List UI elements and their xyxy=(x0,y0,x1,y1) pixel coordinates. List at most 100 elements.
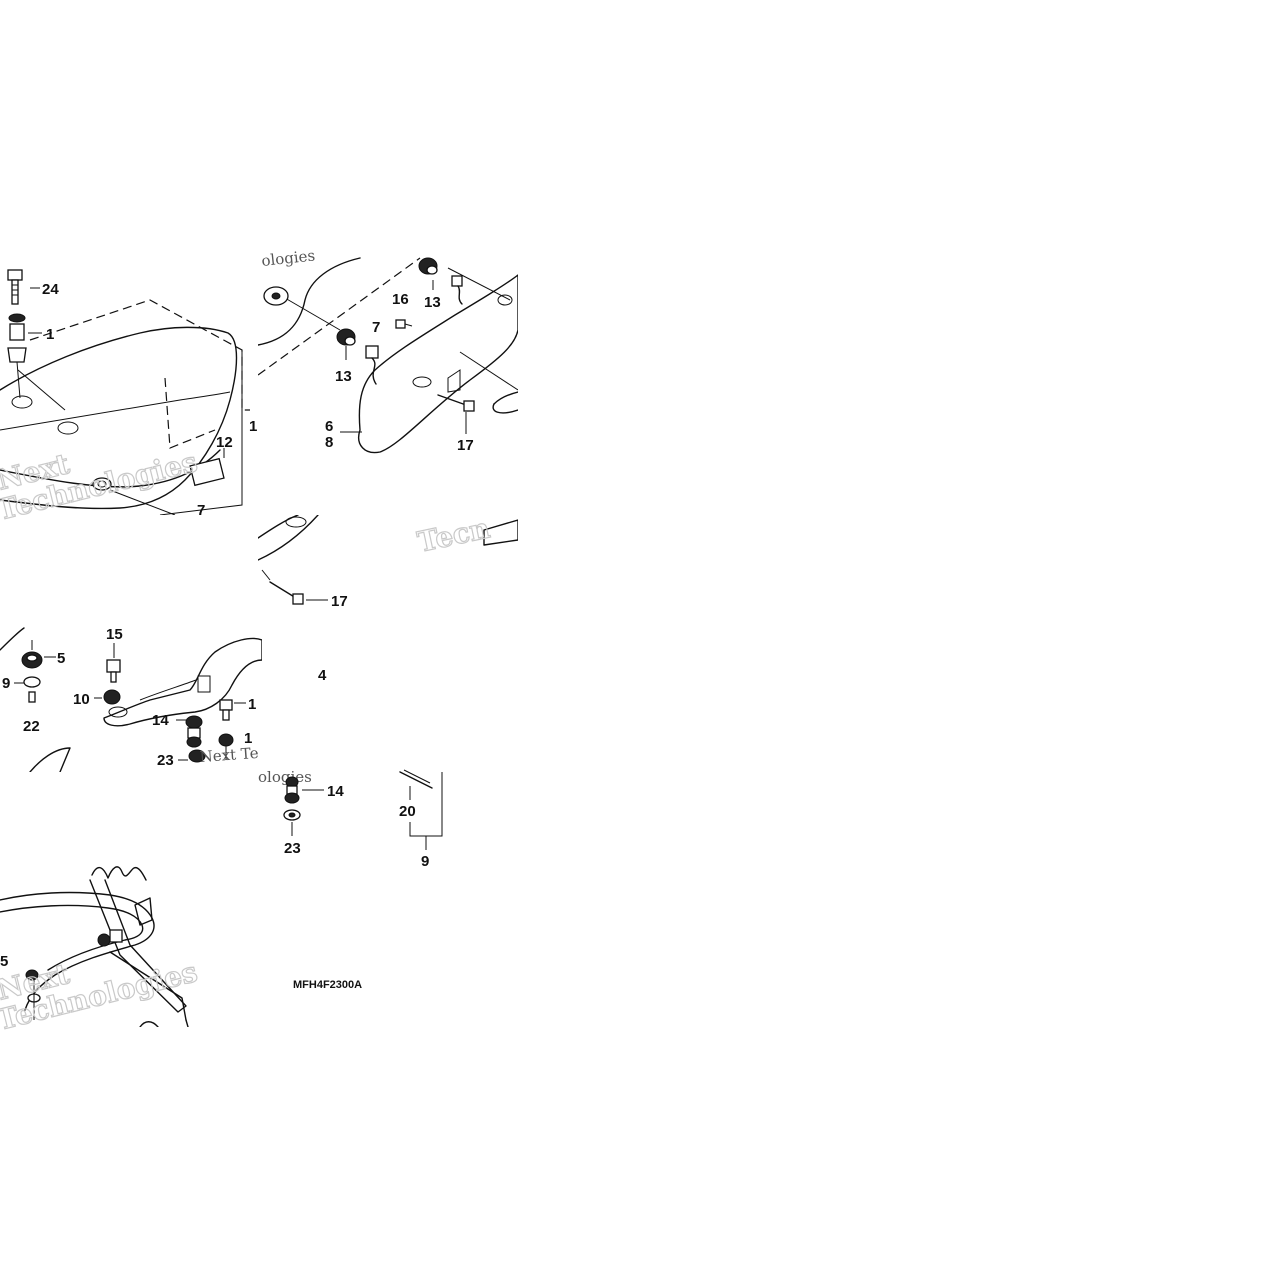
rubber-collar-13 xyxy=(336,328,356,346)
seat-frame-dashed-2 xyxy=(164,377,216,449)
callout-5: 5 xyxy=(0,953,8,970)
rubber-14 xyxy=(284,776,300,804)
fender-fragment xyxy=(29,747,71,772)
rail-edge xyxy=(258,515,299,539)
carrier-bracket-2 xyxy=(109,951,187,1021)
leader xyxy=(261,569,271,581)
callout-7: 7 xyxy=(197,502,205,519)
grab-rail-body xyxy=(358,274,518,454)
clip-7 xyxy=(451,275,463,305)
bolt-17 xyxy=(269,581,304,605)
bolt-1 xyxy=(218,733,234,760)
callout-17: 17 xyxy=(457,437,474,454)
carrier-rail xyxy=(0,891,155,1011)
pin-20 xyxy=(399,769,433,789)
seat-hole xyxy=(57,421,79,435)
rail-end-2 xyxy=(492,403,518,414)
callout-12: 12 xyxy=(216,434,233,451)
bolt-24 xyxy=(7,269,23,305)
callout-6: 6 xyxy=(325,418,333,435)
callout-23: 23 xyxy=(157,752,174,769)
callout-9: 9 xyxy=(421,853,429,870)
clamp xyxy=(97,929,123,947)
callout-15: 15 xyxy=(106,626,123,643)
grommet-7 xyxy=(92,477,112,491)
nut-23 xyxy=(188,749,206,763)
rubber-14 xyxy=(185,715,203,748)
callout-24: 24 xyxy=(42,281,59,298)
callout-16: 16 xyxy=(392,291,409,308)
clip-7 xyxy=(365,345,379,385)
key-4 xyxy=(272,665,296,681)
collar-1 xyxy=(9,323,25,341)
watermark: ologies xyxy=(258,768,312,786)
callout-1: 1 xyxy=(244,730,252,747)
bolt-17 xyxy=(437,394,475,412)
callout-9: 9 xyxy=(2,675,10,692)
bracket-hole xyxy=(108,706,128,718)
carrier-rail-inner xyxy=(0,904,144,971)
callout-23: 23 xyxy=(284,840,301,857)
grommet-center xyxy=(271,292,281,300)
leader xyxy=(109,489,176,515)
emblem-12 xyxy=(189,457,225,487)
seat-frame-dashed xyxy=(29,299,250,411)
stack-line xyxy=(16,361,21,399)
leader xyxy=(17,369,66,411)
leader xyxy=(447,267,511,301)
rubber-mount xyxy=(7,347,27,363)
rail-mount-tab xyxy=(447,369,461,393)
seat-contour xyxy=(0,391,231,431)
carrier-spring xyxy=(91,866,147,881)
bracket-edge xyxy=(139,679,197,701)
seat-panel: 24 1 1 12 7 Next Technologies xyxy=(0,269,257,527)
rail-hole-2 xyxy=(497,294,513,306)
seat-bracket-4 xyxy=(103,637,262,727)
frame-outline xyxy=(258,257,361,346)
washer-9 xyxy=(23,676,41,688)
callout-14: 14 xyxy=(152,712,169,729)
rubber-collar-13 xyxy=(418,257,438,275)
callout-1: 1 xyxy=(46,326,54,343)
bracket-panel: 15 5 9 22 10 4 1 14 1 23 Next Te xyxy=(0,626,327,772)
rubber-grommet-5 xyxy=(21,651,43,669)
washer xyxy=(8,313,26,323)
callout-22: 22 xyxy=(23,718,40,735)
grommet-5 xyxy=(25,969,41,1020)
bolt-16 xyxy=(395,319,413,329)
callout-5: 5 xyxy=(57,650,65,667)
nut-23 xyxy=(283,809,301,821)
hardware-panel: ologies 14 23 20 9 xyxy=(258,768,443,870)
rail-hole xyxy=(285,516,307,528)
bolt-1 xyxy=(219,699,233,721)
bracket-slot xyxy=(197,675,211,693)
frame-corner xyxy=(0,627,25,651)
bolt-detail-panel: Tecn 17 xyxy=(258,511,518,610)
drawing-code: MFH4F2300A xyxy=(293,979,362,991)
rail-end-fragment xyxy=(483,519,518,546)
callout-17: 17 xyxy=(331,593,348,610)
watermark: Tecn xyxy=(415,511,493,558)
leader xyxy=(284,297,341,331)
callout-20: 20 xyxy=(399,803,416,820)
callout-13: 13 xyxy=(335,368,352,385)
rail-end xyxy=(493,391,518,405)
dashed-guide xyxy=(258,257,421,376)
carrier-tab xyxy=(134,897,153,926)
callout-1: 1 xyxy=(248,696,256,713)
leader xyxy=(459,351,518,391)
callout-8: 8 xyxy=(325,434,333,451)
carrier-lower-2 xyxy=(185,1019,189,1027)
callout-1: 1 xyxy=(249,418,257,435)
bolt-22 xyxy=(28,691,36,703)
bolt-15 xyxy=(106,659,121,683)
grab-rail-panel: ologies 16 7 13 13 6 8 17 xyxy=(258,246,518,454)
seat-hole-2 xyxy=(11,395,33,409)
callout-4: 4 xyxy=(318,667,327,684)
callout-10: 10 xyxy=(73,691,90,708)
seat-outline xyxy=(0,326,238,510)
collar-10 xyxy=(103,689,121,705)
watermark: ologies xyxy=(261,246,316,270)
